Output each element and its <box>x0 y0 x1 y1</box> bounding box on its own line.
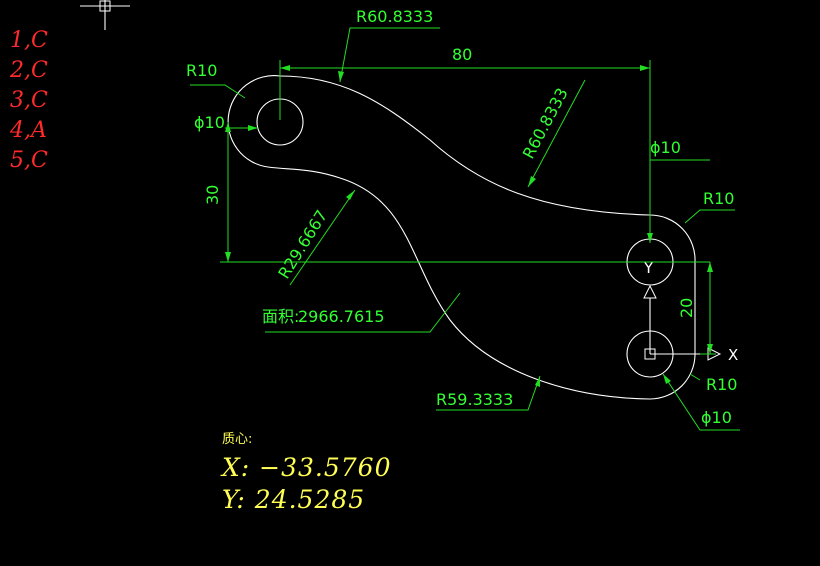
answer-item: 2,C <box>9 58 48 83</box>
dim-length-80: 80 <box>452 45 472 64</box>
answer-item: 4,A <box>9 118 47 143</box>
answer-item: 3,C <box>10 88 48 113</box>
centroid-x: X: −33.5760 <box>220 453 392 482</box>
dim-right-bottom-diameter: ϕ10 <box>701 408 732 427</box>
dim-right-top-diameter: ϕ10 <box>650 138 681 157</box>
dimension-lines <box>190 27 740 431</box>
dim-inner-radius: R29.6667 <box>274 207 331 283</box>
centroid-y: Y: 24.5285 <box>222 485 365 514</box>
answer-item: 1,C <box>10 28 48 53</box>
ucs-x-label: X <box>728 346 738 364</box>
dim-height-20: 20 <box>677 298 696 318</box>
centroid-label: 质心: <box>222 432 252 447</box>
dim-slant-radius: R60.8333 <box>519 85 572 162</box>
ucs-y-label: Y <box>643 259 654 277</box>
answer-list: 1,C 2,C 3,C 4,A 5,C <box>9 28 48 173</box>
dim-left-radius: R10 <box>186 61 217 80</box>
dim-right-top-radius: R10 <box>703 189 734 208</box>
dim-right-bottom-radius: R10 <box>706 375 737 394</box>
area-value: 2966.7615 <box>298 307 385 326</box>
answer-item: 5,C <box>10 148 48 173</box>
dim-bottom-radius: R59.3333 <box>436 390 513 409</box>
dim-left-diameter: ϕ10 <box>194 113 225 132</box>
dim-top-radius: R60.8333 <box>356 7 433 26</box>
dim-height-30: 30 <box>203 185 222 205</box>
area-label: 面积: <box>262 307 299 326</box>
crosshair-cursor <box>80 0 130 30</box>
